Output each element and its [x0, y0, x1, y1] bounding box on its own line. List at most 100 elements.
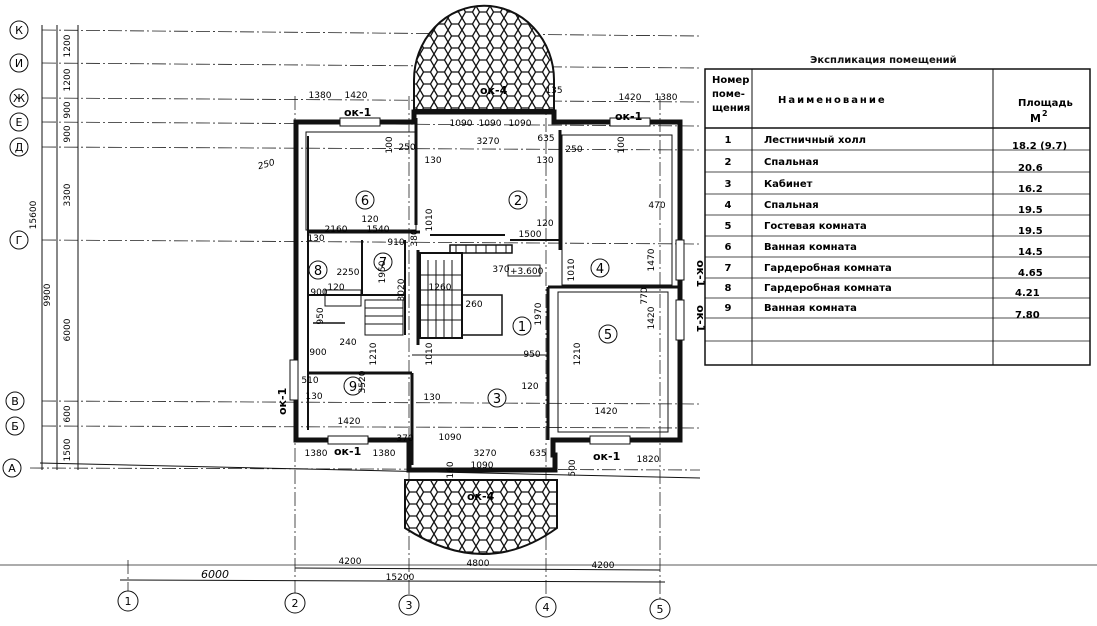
dim-label: 900	[63, 101, 73, 118]
dim-label: 135	[545, 86, 562, 96]
table-cell-area: 4.21	[1015, 288, 1040, 299]
table-cell-name: Ванная комната	[764, 303, 857, 314]
bay-window-top	[413, 4, 555, 111]
wardrobe-shelving	[313, 289, 404, 336]
room-number: 4	[596, 262, 604, 277]
dim-label: 130	[424, 156, 441, 166]
dim-label: 900	[309, 348, 326, 358]
dim-label: 1010	[425, 208, 435, 231]
dim-label: 1470	[647, 248, 657, 271]
dim-label: 1200	[63, 68, 73, 91]
dim-label: 900	[63, 125, 73, 142]
dim-label: 1500	[63, 438, 73, 461]
dim-label: 3300	[63, 183, 73, 206]
dim-label: 635	[529, 449, 546, 459]
dim-label: 370	[492, 265, 509, 275]
dim-label: 2250	[337, 268, 360, 278]
dim-label: 250	[257, 158, 276, 172]
window-label: ок-1	[276, 388, 289, 415]
dim-label: 1090	[471, 461, 494, 471]
room-number: 3	[493, 392, 501, 407]
room-number: 1	[518, 320, 526, 335]
dim-label: 120	[327, 283, 344, 293]
dim-label: 120	[536, 219, 553, 229]
window-openings	[289, 117, 685, 445]
table-cell-num: 4	[725, 200, 732, 211]
window-label: ок-1	[615, 110, 642, 123]
axis-number: 4	[543, 601, 550, 614]
dim-label: 4200	[592, 561, 615, 571]
dim-label: 3270	[474, 449, 497, 459]
dim-label: 1420	[595, 407, 618, 417]
plan-walls	[293, 109, 683, 473]
table-cell-area: 7.80	[1015, 310, 1040, 321]
dim-label: 370	[396, 434, 413, 444]
table-cell-area: 4.65	[1018, 268, 1043, 279]
table-cell-num: 2	[725, 157, 732, 168]
explication-table	[704, 68, 1091, 366]
table-cell-area: 18.2 (9.7)	[1012, 141, 1067, 152]
table-cell-name: Лестничный холл	[764, 135, 866, 146]
dim-label: 910	[387, 238, 404, 248]
room-number: 7	[379, 256, 387, 271]
dim-label: 1090	[450, 119, 473, 129]
dim-label: 600	[63, 405, 73, 422]
axis-number: 3	[406, 599, 413, 612]
axis-letter: В	[11, 395, 19, 408]
window-label: ок-4	[467, 490, 495, 503]
table-cell-name: Гостевая комната	[764, 221, 867, 232]
dim-label: 380	[410, 229, 420, 246]
table-cell-area: 16.2	[1018, 184, 1043, 195]
dim-label: 120	[361, 215, 378, 225]
axis-letter: Ж	[13, 92, 25, 105]
table-header-area-exp: 2	[1042, 109, 1048, 118]
dim-label: 240	[339, 338, 356, 348]
table-cell-name: Гардеробная комната	[764, 282, 892, 294]
dim-label: 1200	[63, 34, 73, 57]
dim-label: 100	[617, 136, 627, 153]
table-cell-num: 9	[725, 303, 732, 314]
left-dimension-lines	[39, 25, 701, 479]
table-cell-area: 19.5	[1018, 226, 1043, 237]
dim-label: 130	[305, 392, 322, 402]
axis-letter: Г	[16, 234, 23, 247]
table-cell-num: 6	[725, 242, 732, 253]
dim-label: 1420	[338, 417, 361, 427]
dim-label: 2160	[325, 225, 348, 235]
dim-label: 1380	[309, 91, 332, 101]
axis-number: 2	[292, 597, 299, 610]
table-cell-num: 7	[725, 263, 732, 274]
dim-label: 260	[465, 300, 482, 310]
axis-number: 1	[125, 595, 132, 608]
dim-label: 1540	[367, 225, 390, 235]
table-cell-area: 20.6	[1018, 163, 1043, 174]
dim-label: 1090	[509, 119, 532, 129]
staircase	[419, 244, 513, 339]
axis-letter: К	[15, 24, 23, 37]
dim-label: 130	[423, 393, 440, 403]
dim-label: 1260	[429, 283, 452, 293]
dim-label: 15200	[386, 573, 415, 583]
dim-label: 500	[568, 459, 578, 476]
dim-label: 1420	[647, 306, 657, 329]
dim-label: 15600	[29, 200, 39, 229]
level-label: +3.600	[510, 267, 544, 277]
dim-label: 130	[536, 156, 553, 166]
dim-label: 1420	[345, 91, 368, 101]
dim-label: 635	[537, 134, 554, 144]
dim-label: 770	[640, 287, 650, 304]
dim-label: 1380	[655, 93, 678, 103]
bottom-dimension-lines	[119, 567, 666, 583]
window-label: ок-1	[344, 106, 371, 119]
table-cell-name: Ванная комната	[764, 242, 857, 253]
room-number: 8	[314, 264, 322, 279]
dim-label: 4200	[339, 557, 362, 567]
axis-letter-bubbles	[2, 20, 29, 478]
level-marker	[507, 264, 541, 277]
dim-label: 1090	[439, 433, 462, 443]
table-cell-name: Кабинет	[764, 178, 813, 190]
table-cell-area: 19.5	[1018, 205, 1043, 216]
window-label: ок-4	[480, 84, 508, 97]
dim-label: 950	[316, 307, 326, 324]
